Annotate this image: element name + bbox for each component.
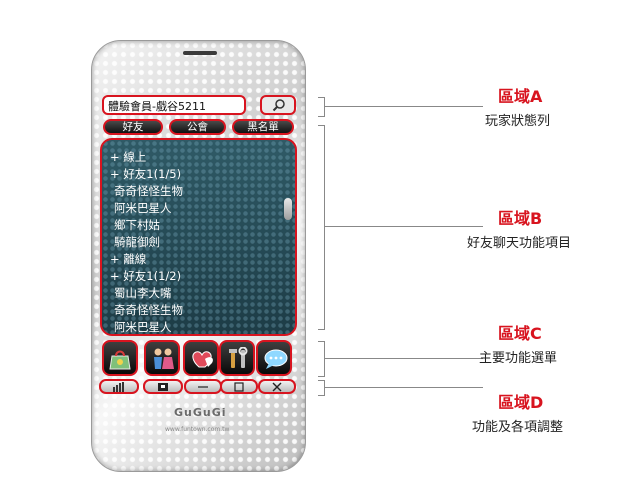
brand-url: www.funtown.com.tw: [165, 426, 230, 433]
region-b-desc: 好友聊天功能項目: [467, 236, 572, 251]
region-d-title: 區域D: [498, 393, 544, 412]
close-icon: [272, 382, 282, 392]
heart-icon: [192, 351, 213, 368]
speaker-slot: [183, 51, 217, 55]
leader-line-c: [325, 358, 483, 359]
region-c-desc: 主要功能選單: [479, 351, 558, 366]
tab-blacklist[interactable]: 黑名單: [232, 119, 294, 135]
friends-button[interactable]: [144, 340, 180, 376]
window-button[interactable]: [143, 379, 183, 394]
group-header[interactable]: + 好友1(1/2): [110, 269, 182, 283]
friend-item[interactable]: 阿米巴星人: [114, 201, 172, 215]
tab-label: 公會: [187, 121, 208, 133]
maximize-icon: [234, 382, 244, 392]
region-a-title: 區域A: [498, 87, 543, 106]
volume-icon: [113, 382, 124, 392]
chat-bubble-icon: [264, 349, 288, 369]
leader-line-b: [325, 226, 483, 227]
region-a-desc: 玩家狀態列: [485, 114, 551, 129]
tab-label: 好友: [122, 121, 144, 133]
friend-list[interactable]: + 線上 + 好友1(1/5) 奇奇怪怪生物 阿米巴星人 鄉下村姑 騎龍御劍 +…: [100, 138, 297, 336]
love-button[interactable]: [183, 340, 219, 376]
tab-guild[interactable]: 公會: [169, 119, 226, 135]
friend-item[interactable]: 蜀山李大嘴: [114, 286, 172, 300]
shop-button[interactable]: [102, 340, 138, 376]
brand-logo: GuGuGi: [174, 406, 227, 419]
region-d-desc: 功能及各項調整: [472, 420, 564, 435]
player-status-bar[interactable]: 體驗會員-戲谷5211: [102, 95, 246, 115]
close-button[interactable]: [258, 379, 296, 394]
friend-item[interactable]: 奇奇怪怪生物: [114, 184, 183, 198]
list-scrollbar[interactable]: [284, 198, 292, 220]
leader-line-a: [325, 106, 483, 107]
tab-label: 黑名單: [247, 121, 279, 133]
search-icon: [272, 99, 285, 112]
minimize-button[interactable]: [184, 379, 222, 394]
friend-item[interactable]: 阿米巴星人: [114, 320, 172, 334]
volume-button[interactable]: [99, 379, 139, 394]
window-icon: [158, 383, 168, 391]
people-icon: [154, 348, 174, 369]
bracket-c: [318, 341, 325, 377]
search-button[interactable]: [260, 95, 296, 115]
group-header[interactable]: + 好友1(1/5): [110, 167, 182, 181]
region-b-title: 區域B: [498, 209, 543, 228]
friend-item[interactable]: 騎龍御劍: [114, 235, 160, 249]
minimize-icon: [198, 386, 208, 388]
shop-bag-icon: [109, 350, 131, 370]
group-offline[interactable]: + 離線: [110, 252, 147, 266]
region-c-title: 區域C: [498, 324, 542, 343]
chat-button[interactable]: [256, 340, 292, 376]
maximize-button[interactable]: [220, 379, 258, 394]
bracket-a: [318, 97, 325, 117]
group-online[interactable]: + 線上: [110, 150, 147, 164]
bracket-b: [318, 125, 325, 330]
tab-friends[interactable]: 好友: [103, 119, 163, 135]
tools-icon: [229, 347, 248, 368]
friend-item[interactable]: 奇奇怪怪生物: [114, 303, 183, 317]
friend-item[interactable]: 鄉下村姑: [114, 218, 160, 232]
bracket-d: [318, 380, 325, 396]
settings-button[interactable]: [219, 340, 255, 376]
leader-line-d: [325, 387, 483, 388]
player-status-text: 體驗會員-戲谷5211: [108, 100, 206, 113]
